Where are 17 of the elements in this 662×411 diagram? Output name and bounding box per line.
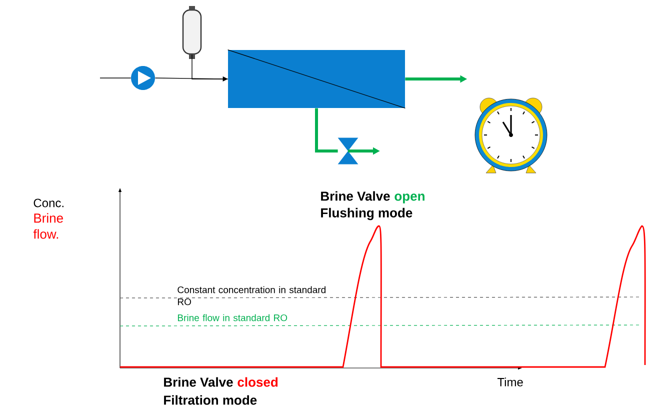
valve-symbol [338,138,358,164]
reference-label: Brine flow in standard RO [178,314,288,322]
axis-label: Brine flow. [33,213,63,239]
reference-label: Constant concentration in standard RO [178,286,326,306]
membrane-module [228,50,406,108]
pump-symbol [131,66,155,90]
mode-caption: Flushing mode [321,208,412,220]
axis-label: Time [497,378,523,386]
axis-label: Conc. [34,198,64,208]
mode-caption: Filtration mode [164,395,257,405]
pipe-line [192,54,228,80]
accumulator-tank [182,6,202,59]
mode-caption: Brine Valve [164,377,233,387]
mode-caption: Brine Valve [321,191,390,201]
pipe-line [315,108,338,152]
mode-caption: closed [238,377,278,387]
mode-caption: open [394,194,424,204]
